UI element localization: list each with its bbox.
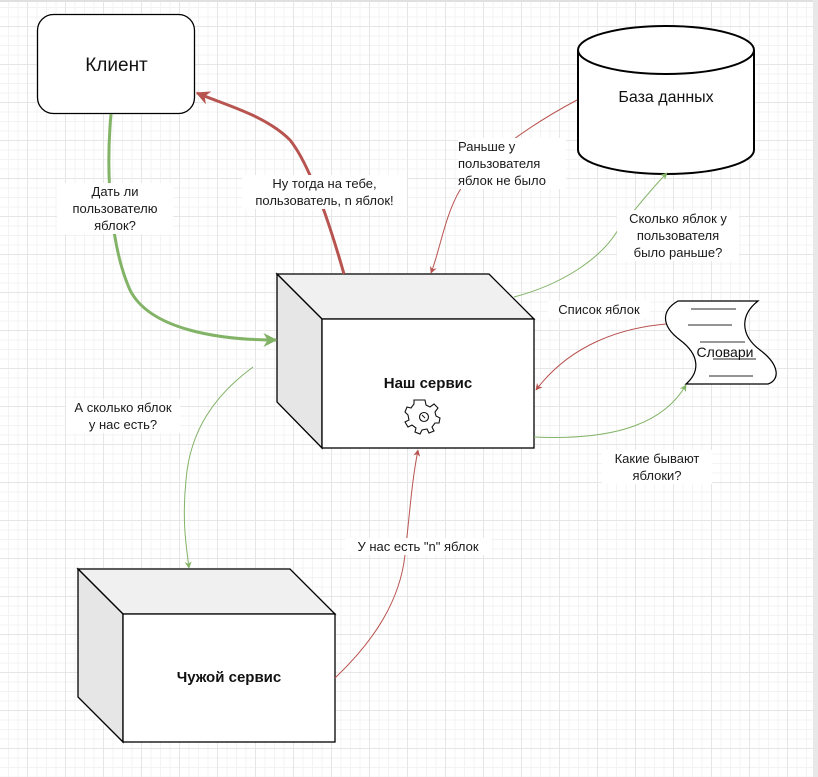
label-line: пользователя [458,156,541,171]
database-node[interactable] [577,25,755,175]
label-line: Ну тогда на тебе, [272,176,377,191]
label-line: Сколько яблок у [629,211,727,226]
client-label: Клиент [85,55,148,76]
foreign-service-label: Чужой сервис [176,669,282,686]
dictionaries-node[interactable] [664,300,777,385]
label-line: А сколько яблок [74,400,172,415]
label-line: яблок не было [458,173,546,188]
edge-client-to-service[interactable] [107,113,278,347]
edge-label-foreign-to-service: У нас есть "n" яблок [345,538,491,555]
edge-label-service-to-db: Сколько яблок у пользователя было раньше… [617,210,739,261]
database-label: База данных [618,89,714,106]
edge-foreign-to-service[interactable] [334,449,421,679]
label-line: было раньше? [633,245,723,260]
label-line: пользователя [636,228,720,243]
label-line: пользователь, n яблок! [255,193,394,208]
edge-label-client-to-service: Дать ли пользователю яблок? [57,183,173,234]
edge-service-to-foreign[interactable] [183,366,254,569]
label-line: Дать ли [91,184,139,199]
label-line: яблоки? [632,468,682,483]
edge-service-to-dict[interactable] [533,384,687,438]
foreign-service-node[interactable] [76,567,337,744]
dictionaries-label: Словари [696,344,754,360]
client-node[interactable] [36,13,196,115]
edge-label-db-to-service: Раньше у пользователя яблок не было [458,138,566,189]
label-line: пользователю [72,201,158,216]
gear-icon [404,399,441,435]
label-line: Какие бывают [614,451,700,466]
canvas-scrollbar[interactable] [813,0,818,777]
edge-service-to-client[interactable] [195,91,346,275]
label-line: У нас есть "n" яблок [357,539,479,554]
label-line: у нас есть? [88,417,158,432]
edge-label-service-to-client: Ну тогда на тебе, пользователь, n яблок! [242,175,407,209]
label-line: Список яблок [558,302,640,317]
edge-label-dict-to-service: Список яблок [548,301,650,318]
edge-label-service-to-dict: Какие бывают яблоки? [602,450,712,484]
label-line: яблок? [94,218,136,233]
edge-label-service-to-foreign: А сколько яблок у нас есть? [66,399,180,433]
our-service-node[interactable] [275,272,536,450]
edge-service-to-db[interactable] [513,172,668,298]
edge-dict-to-service[interactable] [535,323,667,391]
label-line: Раньше у [458,139,516,154]
our-service-label: Наш сервис [383,375,473,392]
